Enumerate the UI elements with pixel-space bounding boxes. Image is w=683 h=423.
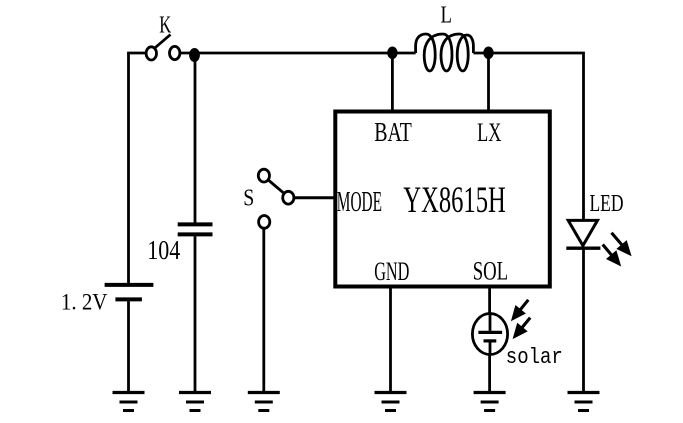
svg-text:solar: solar [506, 344, 563, 370]
svg-text:BAT: BAT [374, 117, 412, 148]
svg-text:LX: LX [477, 118, 501, 147]
svg-text:MODE: MODE [337, 187, 382, 218]
svg-text:K: K [159, 12, 171, 39]
svg-text:1. 2V: 1. 2V [61, 290, 108, 316]
svg-text:SOL: SOL [473, 255, 508, 285]
svg-text:S: S [243, 185, 254, 212]
svg-text:LED: LED [590, 190, 624, 217]
svg-text:L: L [441, 2, 452, 29]
svg-text:104: 104 [147, 235, 180, 265]
svg-text:YX8615H: YX8615H [403, 179, 506, 220]
svg-text:GND: GND [374, 256, 409, 286]
